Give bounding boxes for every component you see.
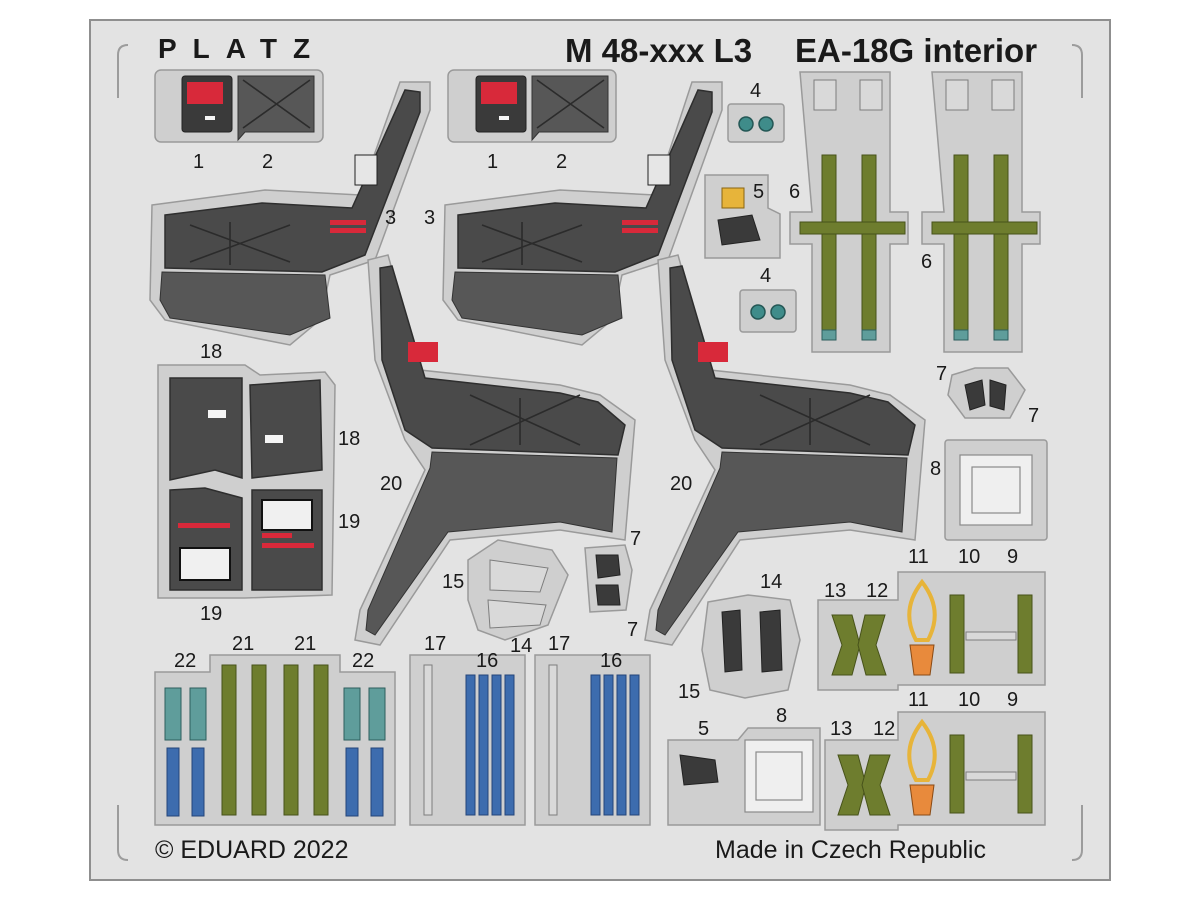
part-5-upper [704, 174, 781, 259]
part-number: 22 [174, 650, 196, 672]
part-number: 4 [760, 265, 771, 287]
part-number: 10 [958, 689, 980, 711]
part-number: 7 [627, 619, 638, 641]
part-number: 14 [510, 635, 532, 657]
part-number-labels: 1 2 1 2 3 3 4 4 5 6 6 18 18 19 19 20 20 … [174, 80, 1039, 740]
part-number: 19 [338, 511, 360, 533]
brand-label: PLATZ [158, 33, 326, 64]
part-number: 17 [548, 633, 570, 655]
set-title-label: EA-18G interior [795, 32, 1037, 69]
set-code-label: M 48-xxx L3 [565, 32, 752, 69]
part-15-upper [467, 539, 569, 641]
part-number: 12 [873, 718, 895, 740]
part-number: 6 [921, 251, 932, 273]
part-14-15-lower [701, 594, 801, 699]
panel-18-19 [157, 364, 336, 599]
belts-16-17-left [409, 654, 526, 826]
console-right-lower [644, 254, 926, 646]
fret-inner-border [117, 44, 1083, 861]
part-7-right [947, 367, 1026, 419]
part-number: 16 [600, 650, 622, 672]
part-1-2-left [154, 69, 324, 143]
part-4-lower [739, 289, 797, 333]
copyright-label: © EDUARD 2022 [155, 836, 349, 864]
part-number: 21 [232, 633, 254, 655]
part-number: 13 [824, 580, 846, 602]
part-number: 14 [760, 571, 782, 593]
part-number: 9 [1007, 546, 1018, 568]
part-number: 7 [630, 528, 641, 550]
console-left-upper [149, 81, 431, 346]
part-number: 15 [442, 571, 464, 593]
part-number: 20 [670, 473, 692, 495]
part-number: 18 [338, 428, 360, 450]
part-number: 1 [193, 151, 204, 173]
part-number: 3 [385, 207, 396, 229]
part-number: 22 [352, 650, 374, 672]
part-number: 5 [753, 181, 764, 203]
part-number: 1 [487, 151, 498, 173]
console-right-upper [442, 81, 723, 346]
belts-16-17-right [534, 654, 651, 826]
part-6-right [921, 71, 1041, 353]
part-number: 3 [424, 207, 435, 229]
part-number: 7 [1028, 405, 1039, 427]
part-7-center [584, 544, 633, 613]
part-number: 8 [776, 705, 787, 727]
belts-21-22 [154, 654, 396, 826]
part-6-left [789, 71, 909, 353]
part-number: 5 [698, 718, 709, 740]
part-number: 7 [936, 363, 947, 385]
part-number: 16 [476, 650, 498, 672]
parts-9-13-upper [817, 571, 1046, 691]
part-number: 17 [424, 633, 446, 655]
part-number: 20 [380, 473, 402, 495]
part-number: 19 [200, 603, 222, 625]
part-8-upper [944, 439, 1048, 541]
part-number: 12 [866, 580, 888, 602]
part-number: 11 [908, 689, 929, 711]
part-number: 4 [750, 80, 761, 102]
console-left-lower [354, 254, 636, 646]
part-number: 15 [678, 681, 700, 703]
origin-label: Made in Czech Republic [715, 836, 986, 864]
part-4-upper [727, 103, 785, 143]
part-number: 18 [200, 341, 222, 363]
part-number: 11 [908, 546, 929, 568]
part-number: 6 [789, 181, 800, 203]
part-number: 10 [958, 546, 980, 568]
part-number: 2 [556, 151, 567, 173]
part-number: 13 [830, 718, 852, 740]
parts-5-8-lower [667, 727, 821, 826]
part-number: 9 [1007, 689, 1018, 711]
part-number: 8 [930, 458, 941, 480]
parts-9-13-lower [824, 711, 1046, 831]
part-1-2-right [447, 69, 617, 143]
part-number: 2 [262, 151, 273, 173]
part-number: 21 [294, 633, 316, 655]
